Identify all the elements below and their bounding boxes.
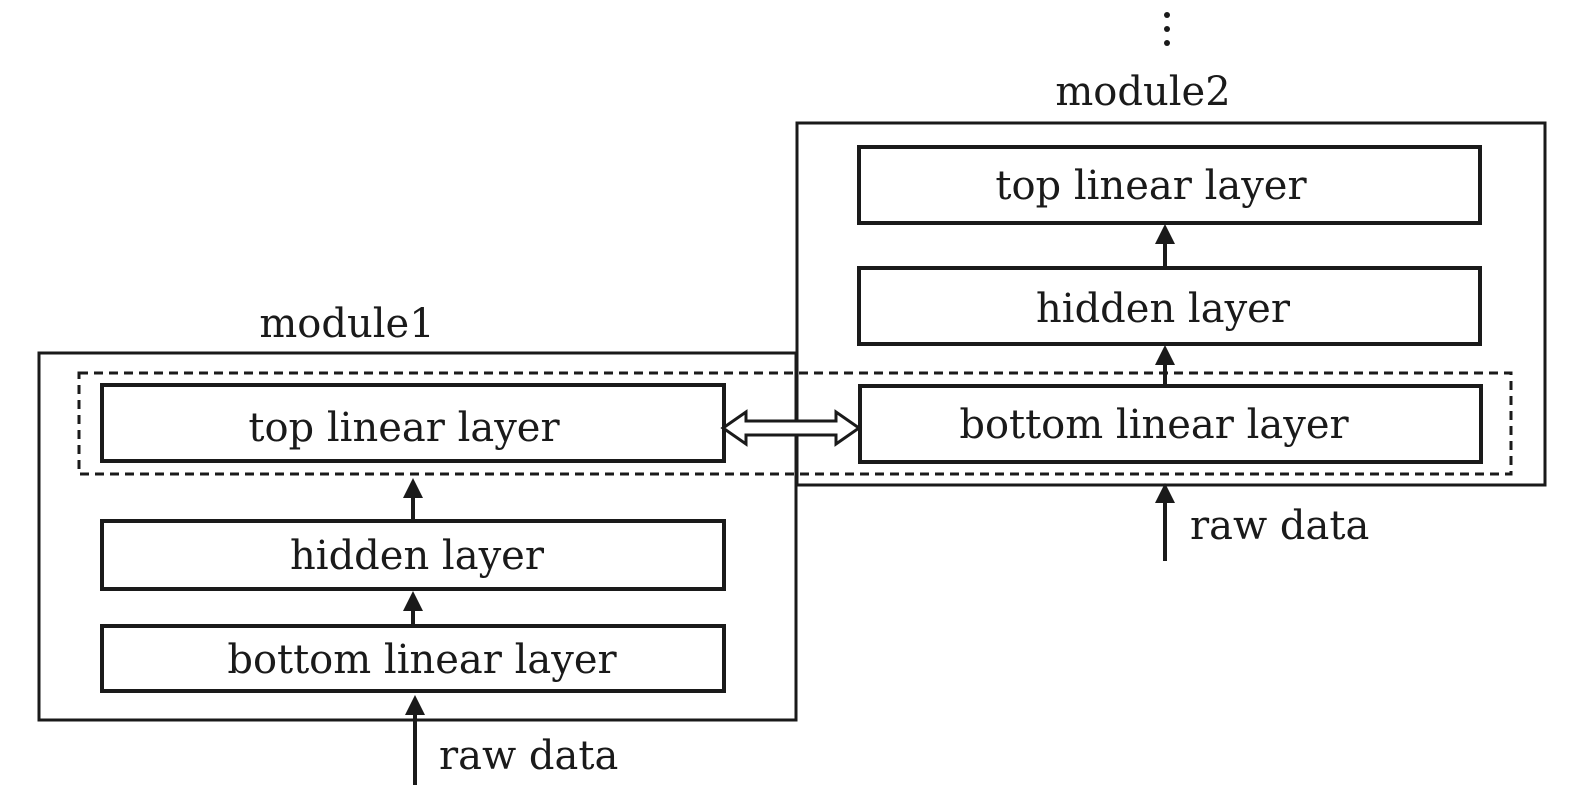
continuation-ellipsis [1164, 12, 1170, 46]
module2-hidden-to-top-arrow [1155, 224, 1175, 268]
module2-frame [795, 121, 1547, 487]
module1-title: module1 [259, 301, 434, 347]
module1-top-layer-label: top linear layer [248, 405, 560, 451]
module2-bottom-to-hidden-arrow [1155, 345, 1175, 386]
module2-top-layer-box [857, 145, 1482, 225]
module2-raw-data-label: raw data [1190, 503, 1369, 549]
module2-bottom-layer-box [858, 384, 1483, 464]
module1-raw-data-arrow [405, 695, 425, 785]
module1-hidden-layer-label: hidden layer [290, 533, 545, 579]
module2-top-layer-label: top linear layer [995, 163, 1307, 209]
module1-bottom-to-hidden-arrow [403, 591, 423, 626]
module1-frame [37, 351, 798, 722]
module1-bottom-layer-box [100, 624, 726, 693]
module2-hidden-layer-box [857, 266, 1482, 346]
module1-hidden-to-top-arrow [403, 478, 423, 521]
module2-hidden-layer-label: hidden layer [1036, 286, 1291, 332]
shared-layer-double-arrow [720, 409, 862, 447]
module1-raw-data-label: raw data [439, 733, 618, 779]
module2-bottom-layer-label: bottom linear layer [959, 402, 1349, 448]
module2-raw-data-arrow [1155, 483, 1175, 561]
module1-bottom-layer-label: bottom linear layer [227, 637, 617, 683]
shared-layer-group-outline [77, 371, 1513, 476]
module1-top-layer-box [100, 383, 726, 463]
module2-title: module2 [1055, 69, 1230, 115]
